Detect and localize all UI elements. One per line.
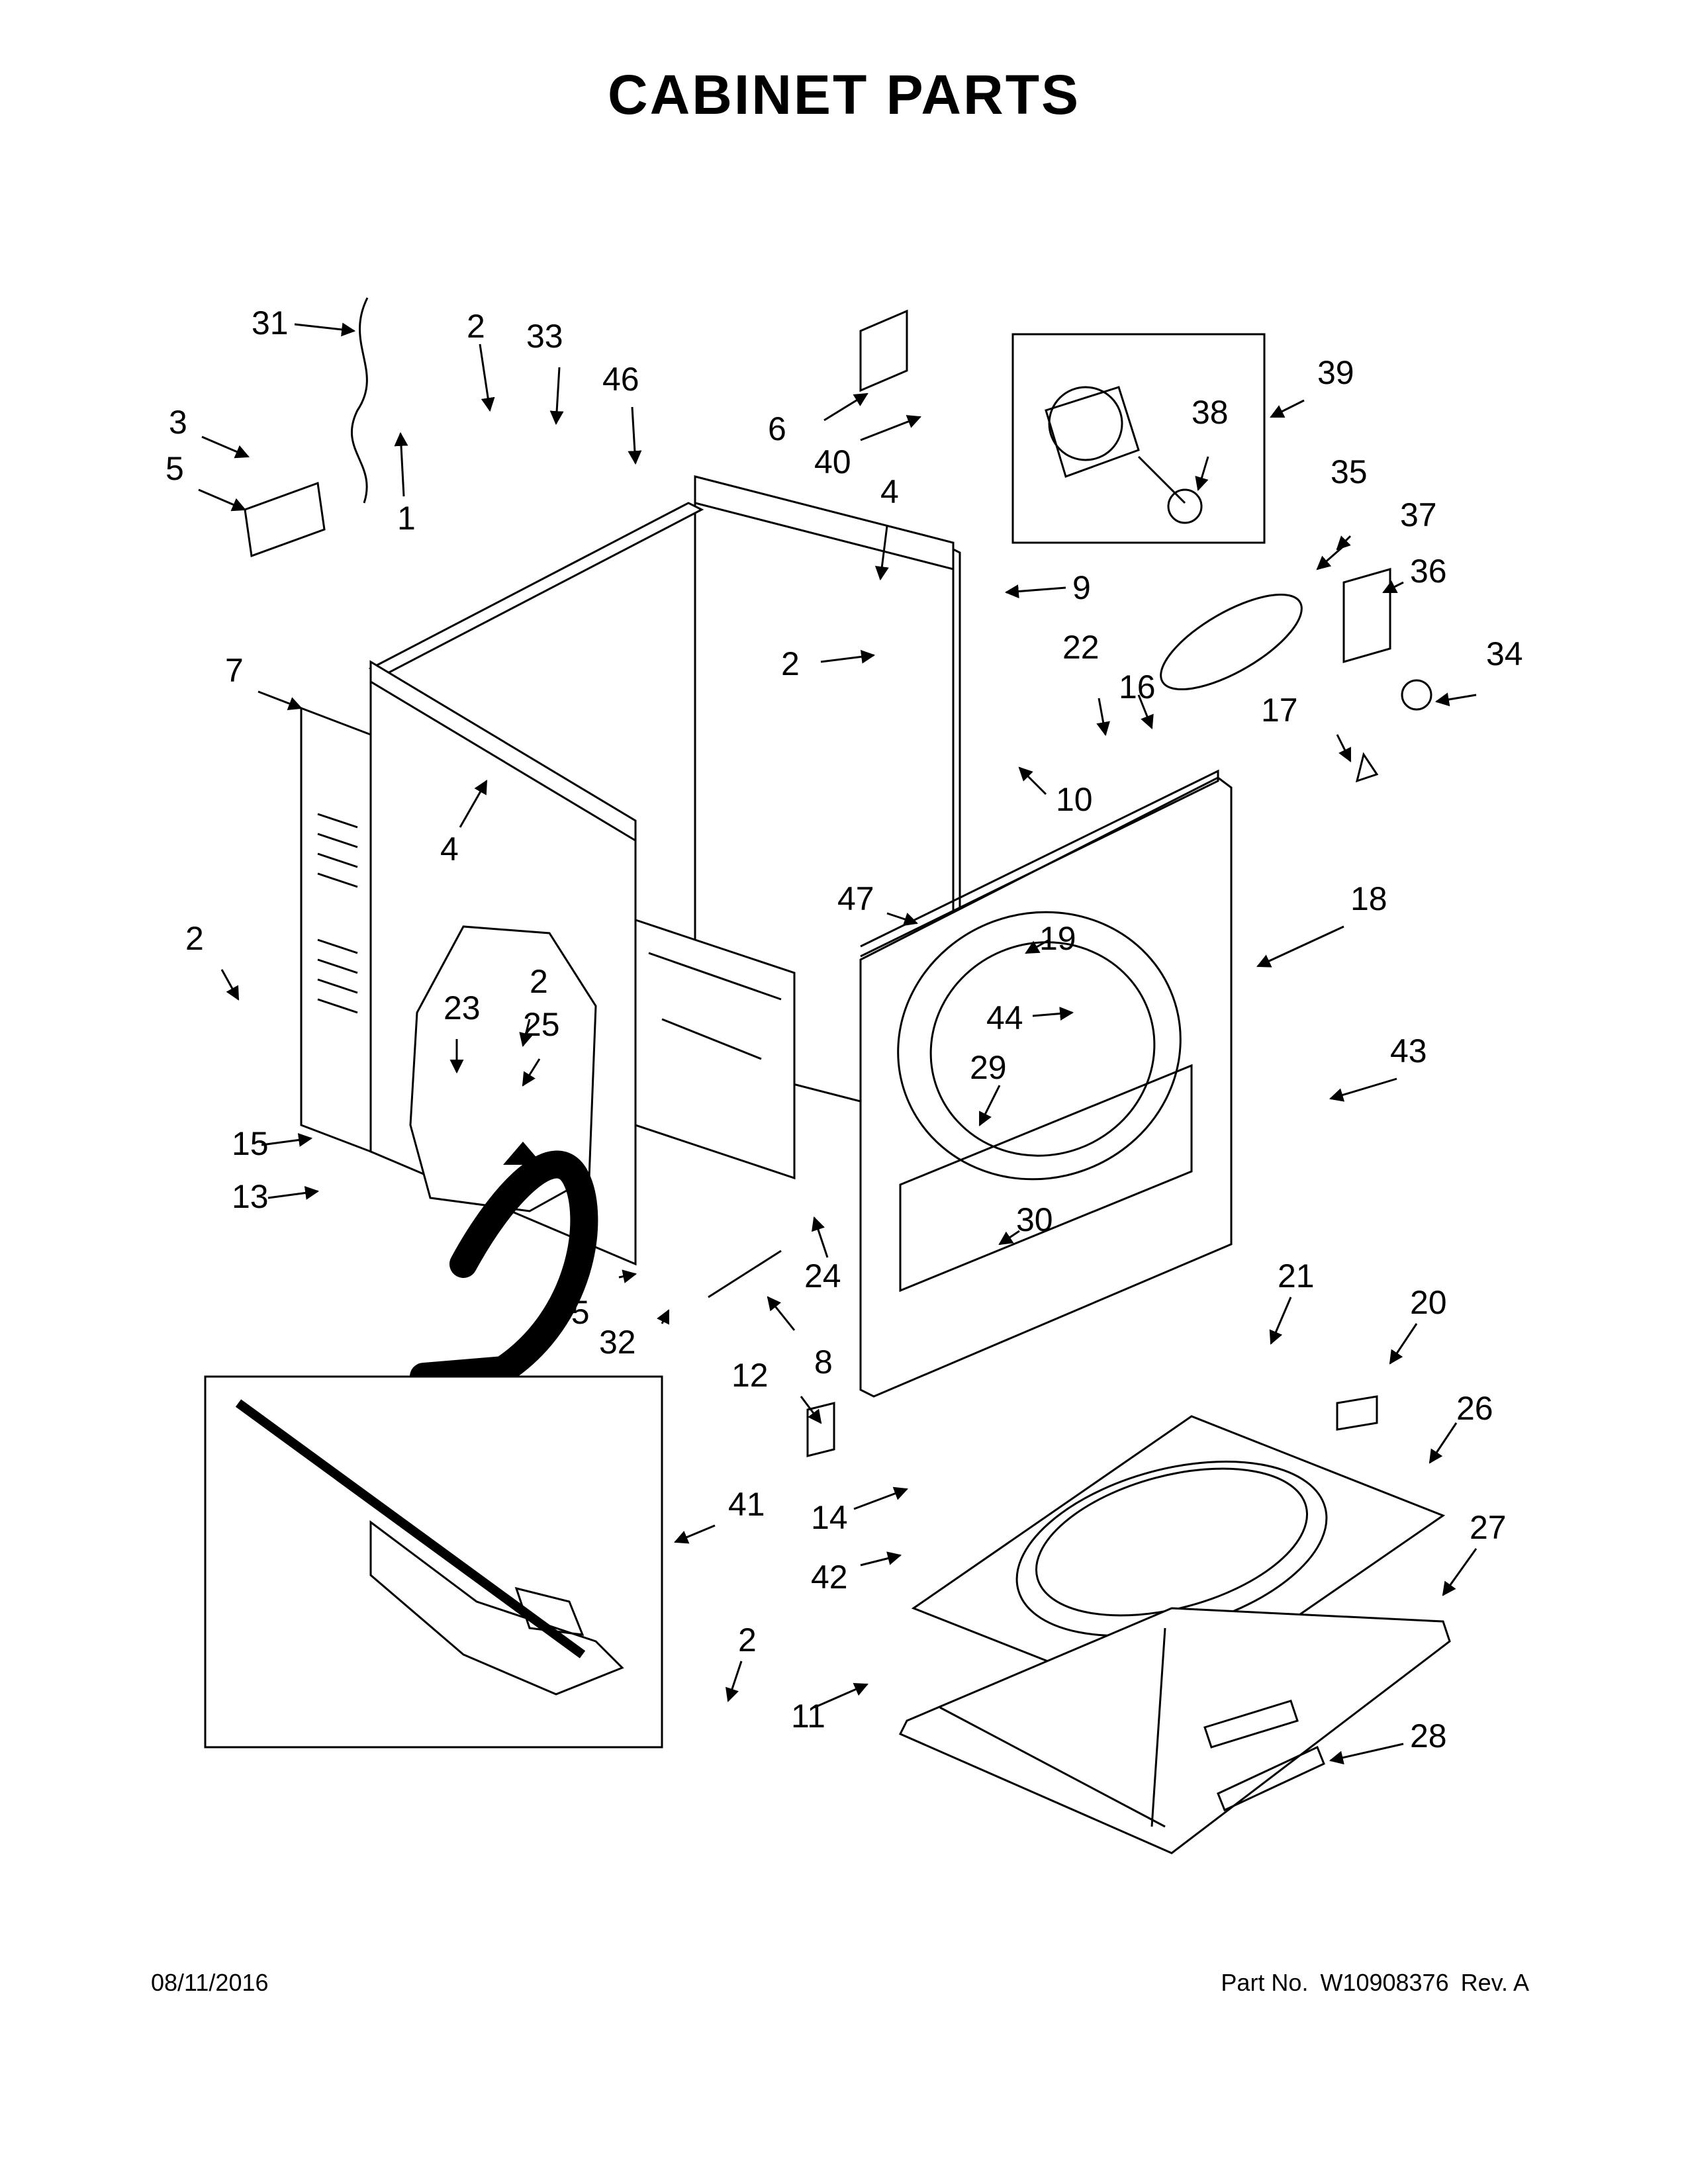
callout-36: 36 <box>1410 553 1447 590</box>
base-assembly <box>898 1395 1451 1854</box>
callout-15: 15 <box>232 1125 269 1162</box>
gas-valve-inset-41 <box>204 1375 663 1749</box>
callout-20: 20 <box>1410 1284 1447 1321</box>
callout-16: 16 <box>1119 668 1156 705</box>
callout-11: 11 <box>791 1698 825 1735</box>
callout-14: 14 <box>811 1499 848 1536</box>
callout-44: 44 <box>986 999 1023 1036</box>
part-number: W10908376 <box>1320 1969 1449 1996</box>
callout-6: 6 <box>768 410 786 447</box>
callout-31: 31 <box>252 304 289 341</box>
callout-30: 30 <box>1016 1201 1053 1238</box>
callout-leaders <box>198 322 1477 1765</box>
callout-39: 39 <box>1317 354 1354 391</box>
footer-date: 08/11/2016 <box>151 1969 269 1996</box>
callout-5: 5 <box>165 450 184 487</box>
callout-42: 42 <box>811 1559 848 1596</box>
callout-8: 8 <box>814 1343 833 1381</box>
callout-35: 35 <box>1331 453 1368 490</box>
rear-panel-7 <box>300 706 372 1154</box>
callout-37: 37 <box>1400 496 1437 533</box>
callout-4: 4 <box>880 473 899 510</box>
callout-45: 45 <box>553 1294 590 1331</box>
callout-26: 26 <box>1456 1390 1493 1427</box>
callout-41: 41 <box>728 1486 765 1523</box>
callout-7: 7 <box>225 652 244 689</box>
callout-18: 18 <box>1350 880 1387 917</box>
callout-4b: 4 <box>440 831 459 868</box>
callout-46: 46 <box>602 361 639 398</box>
callout-25: 25 <box>523 1006 560 1043</box>
callout-2e: 2 <box>738 1621 757 1659</box>
callout-40: 40 <box>814 443 851 480</box>
callout-13: 13 <box>232 1178 269 1215</box>
page-title: CABINET PARTS <box>607 64 1081 126</box>
callout-38: 38 <box>1192 394 1229 431</box>
callout-34: 34 <box>1486 635 1523 672</box>
callout-24: 24 <box>804 1257 841 1295</box>
callout-2c: 2 <box>185 920 204 957</box>
callout-2b: 2 <box>781 645 800 682</box>
callout-labels: 31 2 33 46 3 5 1 6 40 4 39 38 35 37 9 36… <box>165 304 1523 1754</box>
callout-43: 43 <box>1390 1032 1427 1069</box>
callout-21: 21 <box>1278 1257 1315 1295</box>
callout-10: 10 <box>1056 781 1093 818</box>
callout-3: 3 <box>169 404 187 441</box>
revision: Rev. A <box>1460 1969 1529 1996</box>
callout-33: 33 <box>526 318 563 355</box>
motor-assembly-39 <box>1011 333 1266 544</box>
callout-47: 47 <box>837 880 874 917</box>
callout-22: 22 <box>1062 629 1100 666</box>
callout-9: 9 <box>1072 569 1091 606</box>
callout-2d: 2 <box>530 963 548 1000</box>
callout-32: 32 <box>599 1324 636 1361</box>
callout-27: 27 <box>1470 1509 1507 1546</box>
callout-29: 29 <box>970 1049 1007 1086</box>
callout-28: 28 <box>1410 1717 1447 1754</box>
footer-part-number: Part No. W10908376 Rev. A <box>1209 1969 1529 1997</box>
part-label: Part No. <box>1221 1969 1309 1996</box>
callout-1: 1 <box>397 500 416 537</box>
callout-12: 12 <box>731 1357 769 1394</box>
small-parts <box>244 297 1432 1457</box>
front-panel-18 <box>859 769 1233 1398</box>
harness-cutaway <box>409 925 598 1390</box>
callout-2: 2 <box>467 308 485 345</box>
callout-17: 17 <box>1261 692 1298 729</box>
callout-23: 23 <box>444 989 481 1026</box>
callout-19: 19 <box>1039 920 1076 957</box>
